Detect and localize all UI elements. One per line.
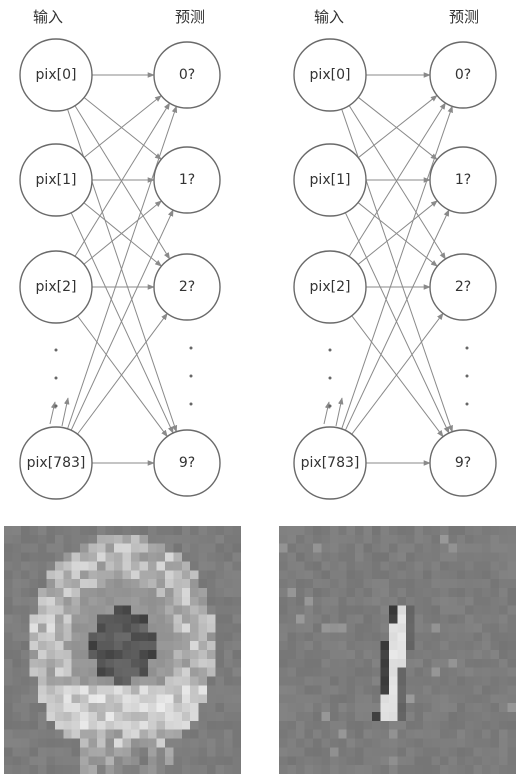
- weight-heatmap-one-canvas: [279, 526, 516, 774]
- right-input-label-pix2: pix[2]: [310, 279, 351, 295]
- weight-heatmap-zero: [4, 526, 241, 774]
- right-output-node-1: 1?: [429, 146, 497, 214]
- left-edge-1-2: [83, 202, 162, 267]
- network-diagrams: 输入 预测 pix[0] pix[1] pix[2] pix[783] 0? 1…: [19, 8, 497, 500]
- right-input-label-pix0: pix[0]: [310, 67, 351, 83]
- right-edge-3-2: [351, 312, 444, 435]
- right-input-ellipsis: [328, 348, 332, 408]
- right-input-label-pix1: pix[1]: [310, 172, 351, 188]
- left-output-label-2: 2?: [179, 279, 195, 295]
- left-edge-2-1: [83, 200, 162, 265]
- left-input-node-pix2: pix[2]: [19, 250, 93, 324]
- left-edge-2-0: [74, 102, 171, 257]
- left-input-header: 输入: [33, 8, 63, 26]
- weight-heatmap-zero-canvas: [4, 526, 241, 774]
- left-edge-0-1: [83, 97, 162, 160]
- right-output-label-0: 0?: [455, 67, 471, 83]
- left-edge-3-0: [67, 105, 178, 430]
- left-edge-0-2: [74, 105, 171, 260]
- right-input-label-pix783: pix[783]: [301, 455, 360, 471]
- right-more-inputs-arrow-0: [323, 401, 331, 425]
- right-edge-2-3: [351, 315, 444, 438]
- left-input-node-pix1: pix[1]: [19, 143, 93, 217]
- left-edge-1-0: [83, 95, 162, 158]
- right-edge-0-1: [357, 96, 438, 160]
- right-edge-3-1: [344, 209, 450, 431]
- right-prediction-header: 预测: [449, 8, 479, 26]
- right-input-node-pix2: pix[2]: [293, 250, 367, 324]
- left-input-node-pix783: pix[783]: [19, 426, 93, 500]
- left-input-label-pix783: pix[783]: [27, 455, 86, 471]
- left-output-node-2: 2?: [153, 253, 221, 321]
- left-prediction-header: 预测: [175, 8, 205, 26]
- left-output-node-1: 1?: [153, 146, 221, 214]
- right-edge-0-2: [348, 105, 446, 260]
- left-edge-3-2: [77, 312, 168, 435]
- left-input-ellipsis: [54, 348, 58, 408]
- left-network: 输入 预测 pix[0] pix[1] pix[2] pix[783] 0? 1…: [19, 8, 221, 500]
- left-output-label-9: 9?: [179, 455, 195, 471]
- right-edge-1-3: [344, 212, 450, 434]
- right-edge-1-0: [357, 95, 438, 159]
- right-more-inputs-arrow-1: [335, 397, 344, 427]
- right-output-label-2: 2?: [455, 279, 471, 295]
- left-edge-3-1: [70, 209, 174, 431]
- left-output-label-0: 0?: [179, 67, 195, 83]
- right-input-node-pix1: pix[1]: [293, 143, 367, 217]
- left-more-inputs-arrow-0: [49, 401, 57, 425]
- right-input-header: 输入: [314, 8, 344, 26]
- right-output-node-9: 9?: [429, 429, 497, 497]
- weight-heatmap-one: [279, 526, 516, 774]
- right-input-node-pix0: pix[0]: [293, 38, 367, 112]
- right-output-node-0: 0?: [429, 41, 497, 109]
- left-more-inputs-arrow-1: [61, 397, 70, 427]
- left-output-label-1: 1?: [179, 172, 195, 188]
- left-input-node-pix0: pix[0]: [19, 38, 93, 112]
- right-edge-1-2: [357, 202, 438, 267]
- right-network: 输入 预测 pix[0] pix[1] pix[2] pix[783] 0? 1…: [293, 8, 497, 500]
- left-edge-2-3: [77, 315, 168, 438]
- left-input-label-pix1: pix[1]: [36, 172, 77, 188]
- left-output-node-9: 9?: [153, 429, 221, 497]
- left-input-label-pix2: pix[2]: [36, 279, 77, 295]
- right-edge-3-0: [341, 105, 453, 430]
- left-output-ellipsis: [189, 346, 193, 406]
- right-output-ellipsis: [465, 346, 469, 406]
- right-edge-2-1: [357, 200, 438, 265]
- right-output-label-9: 9?: [455, 455, 471, 471]
- left-input-label-pix0: pix[0]: [36, 67, 77, 83]
- left-edge-1-3: [70, 212, 174, 434]
- right-edge-2-0: [348, 102, 446, 257]
- right-output-label-1: 1?: [455, 172, 471, 188]
- right-output-node-2: 2?: [429, 253, 497, 321]
- left-output-node-0: 0?: [153, 41, 221, 109]
- right-input-node-pix783: pix[783]: [293, 426, 367, 500]
